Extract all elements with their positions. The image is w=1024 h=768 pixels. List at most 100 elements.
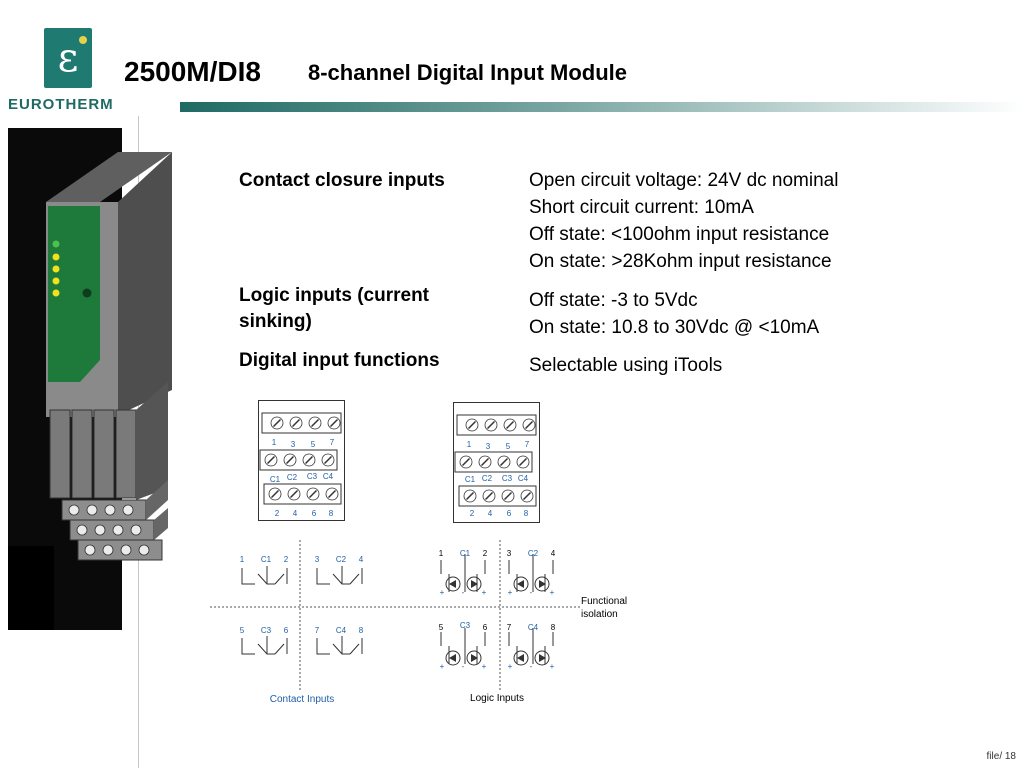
logic-source-icon (445, 650, 461, 666)
wiring-label: C2 (528, 549, 539, 558)
screw-icon (130, 524, 142, 536)
terminal-label: C4 (518, 474, 529, 483)
title-underline-bar (180, 102, 1024, 112)
screw-slot (518, 457, 528, 467)
page-subtitle: 8-channel Digital Input Module (308, 60, 627, 85)
module-top-face (46, 152, 172, 202)
contact-switch-pair (241, 568, 288, 585)
polarity-plus: + (508, 588, 513, 597)
contact-spec-line: Short circuit current: 10mA (529, 197, 754, 218)
screw-slot (522, 491, 532, 501)
wiring-label: C1 (460, 549, 471, 558)
terminal-number: 8 (329, 509, 334, 518)
contact-switch-pair (316, 638, 363, 655)
logo-dot-icon (79, 36, 87, 44)
screw-slot (499, 457, 509, 467)
terminal-number: 2 (470, 509, 475, 518)
screw-icon (104, 504, 116, 516)
logic-source-icon (466, 650, 482, 666)
terminal-number: 6 (507, 509, 512, 518)
screw-slot (266, 455, 276, 465)
polarity-plus: + (508, 662, 513, 671)
module-side-face (118, 152, 172, 415)
screw-icon (94, 524, 106, 536)
polarity-plus: + (482, 588, 487, 597)
terminal-number: 8 (524, 509, 529, 518)
terminal-number: 5 (506, 442, 511, 451)
screw-slot (272, 418, 282, 428)
wiring-label: 5 (240, 626, 245, 635)
logic-source-icon (534, 576, 550, 592)
screw-slot (308, 489, 318, 499)
led-channel-icon (52, 289, 60, 297)
wiring-label: 6 (284, 626, 289, 635)
page-title: 2500M/DI8 (124, 56, 261, 87)
screw-icon (84, 544, 96, 556)
polarity-plus: + (550, 662, 555, 671)
terminal-number: 1 (272, 438, 277, 447)
led-channel-icon (52, 253, 60, 261)
screw-slot (465, 491, 475, 501)
module-screw-icon (82, 288, 92, 298)
screw-slot (289, 489, 299, 499)
terminal-label: C4 (323, 472, 334, 481)
contact-switch-pair (241, 638, 288, 655)
logic-source-icon (513, 650, 529, 666)
input-functions-heading: Digital input functions (239, 350, 440, 371)
screw-slot (304, 455, 314, 465)
terminal-label: C2 (482, 474, 493, 483)
logo-glyph: ε (57, 35, 79, 81)
terminal-fin (71, 409, 93, 499)
wiring-label: 3 (315, 555, 320, 564)
contact-spec-line: On state: >28Kohm input resistance (529, 251, 832, 272)
contact-spec-line: Off state: <100ohm input resistance (529, 224, 830, 245)
logic-input-lines (440, 628, 486, 664)
screw-slot (524, 420, 534, 430)
logic-input-lines (508, 628, 554, 664)
wiring-label: C1 (261, 555, 272, 564)
page-footer: file/ 18 (986, 751, 1016, 762)
terminal-label: C1 (270, 475, 281, 484)
polarity-minus: - (530, 588, 533, 597)
wiring-label: 7 (507, 623, 512, 632)
screw-slot (486, 420, 496, 430)
terminal-number: 2 (275, 509, 280, 518)
logic-source-icon (445, 576, 461, 592)
terminal-label: C2 (287, 473, 298, 482)
polarity-minus: - (462, 662, 465, 671)
logic-input-lines (508, 554, 554, 592)
wiring-label: 4 (359, 555, 364, 564)
logic-spec-line: On state: 10.8 to 30Vdc @ <10mA (529, 317, 820, 338)
screw-slot (480, 457, 490, 467)
wiring-diagram: 1 C1 2 3 C2 4 5 C3 6 7 C4 8 Contact Inpu… (210, 540, 627, 705)
terminal-number: 3 (486, 442, 491, 451)
wiring-label: C4 (528, 623, 539, 632)
wiring-label: 1 (439, 549, 444, 558)
logic-spec-line: Off state: -3 to 5Vdc (529, 290, 698, 311)
terminal-strip (77, 539, 163, 561)
terminal-strip-side (154, 508, 168, 540)
led-power-icon (52, 240, 60, 248)
terminal-number: 6 (312, 509, 317, 518)
wiring-label: 1 (240, 555, 245, 564)
screw-icon (102, 544, 114, 556)
wiring-label: C3 (460, 621, 471, 630)
wiring-label: 4 (551, 549, 556, 558)
contact-switch-pair (316, 568, 363, 585)
screw-icon (138, 544, 150, 556)
logic-source-icon (513, 576, 529, 592)
led-channel-icon (52, 277, 60, 285)
led-channel-icon (52, 265, 60, 273)
screw-icon (86, 504, 98, 516)
terminal-number: 7 (525, 440, 530, 449)
terminal-label: C1 (465, 475, 476, 484)
wiring-label: 6 (483, 623, 488, 632)
screw-icon (120, 544, 132, 556)
logic-inputs-caption: Logic Inputs (470, 693, 524, 704)
module-illustration (8, 128, 172, 630)
polarity-plus: + (440, 588, 445, 597)
screw-slot (503, 491, 513, 501)
terminal-fin (115, 409, 137, 499)
screw-slot (291, 418, 301, 428)
screw-slot (323, 455, 333, 465)
